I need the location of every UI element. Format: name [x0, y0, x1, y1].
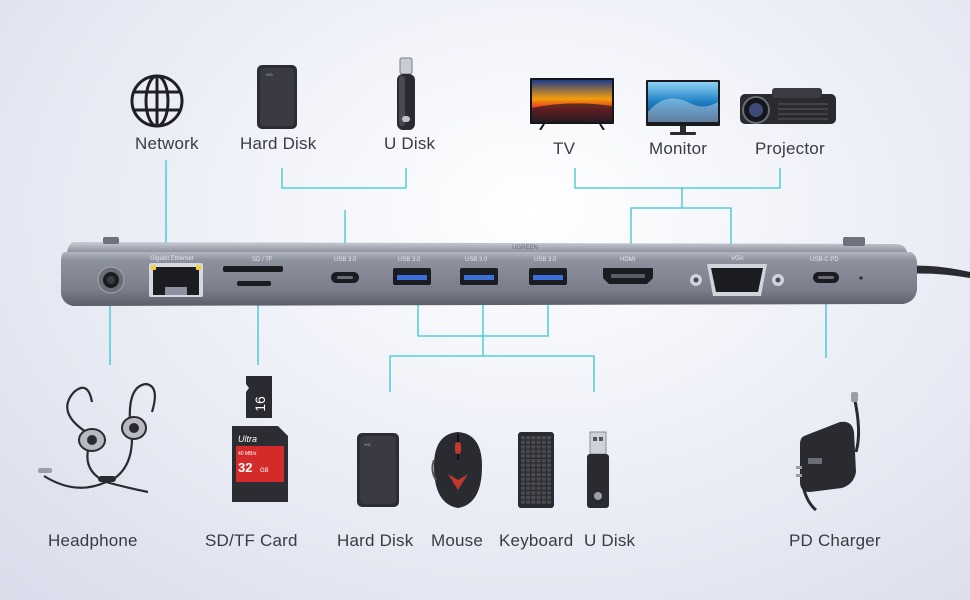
earphone-icon [38, 382, 157, 494]
mouse-icon [431, 432, 482, 508]
label-keyboard: Keyboard [499, 531, 574, 550]
port-label-hdmi: HDMI [620, 257, 636, 263]
port-label-usb-a1: USB 3.0 [398, 257, 421, 263]
port-label-usb-a3: USB 3.0 [534, 257, 557, 263]
globe-icon [130, 74, 184, 128]
projector-icon [740, 88, 836, 124]
wire-top-storage [281, 168, 407, 189]
port-label-usb-a2: USB 3.0 [465, 257, 488, 263]
usb-c-hub: UGREEN [61, 237, 970, 306]
svg-text:32: 32 [238, 460, 252, 475]
label-monitor: Monitor [649, 139, 708, 158]
wire-hdmi-vga [630, 207, 732, 258]
usb-stick-icon [587, 431, 609, 508]
label-tv: TV [553, 139, 576, 158]
label-u-disk-bottom: U Disk [584, 531, 636, 550]
microsd-card-icon: 16 [246, 376, 272, 418]
svg-text:40 MB/s: 40 MB/s [238, 451, 257, 457]
label-projector: Projector [755, 139, 825, 158]
label-network: Network [135, 134, 199, 153]
label-headphone: Headphone [48, 531, 138, 550]
port-label-vga: VGA [731, 256, 744, 262]
tv-icon [530, 78, 614, 130]
wire-displays [574, 168, 781, 189]
usb-c-stick-icon [397, 57, 415, 130]
keyboard-icon [518, 432, 554, 508]
svg-text:16: 16 [252, 396, 268, 412]
svg-text:WD: WD [364, 442, 371, 447]
hard-disk-icon: WD [257, 65, 297, 129]
label-sd-tf-card: SD/TF Card [205, 531, 298, 550]
label-pd-charger: PD Charger [789, 531, 881, 550]
label-hard-disk-bottom: Hard Disk [337, 531, 414, 550]
label-mouse: Mouse [431, 531, 484, 550]
monitor-icon [646, 80, 720, 135]
pd-charger-icon [796, 392, 861, 512]
svg-text:WD: WD [266, 72, 273, 77]
port-label-usbc-data: USB 3.0 [334, 257, 357, 263]
port-label-ethernet: Gigabit Ethernet [150, 256, 194, 262]
port-label-sd-tf: SD / TF [252, 257, 273, 263]
wire-peripherals [389, 355, 595, 392]
svg-text:GB: GB [260, 468, 269, 474]
svg-text:Ultra: Ultra [238, 434, 257, 444]
sd-card-icon: Ultra 40 MB/s 32 GB [232, 426, 288, 502]
label-u-disk-top: U Disk [384, 134, 436, 153]
port-label-usbc-pd: USB-C PD [810, 257, 839, 263]
hard-disk-icon-bottom: WD [357, 433, 399, 507]
label-hard-disk-top: Hard Disk [240, 134, 317, 153]
brand-text: UGREEN [512, 245, 538, 251]
